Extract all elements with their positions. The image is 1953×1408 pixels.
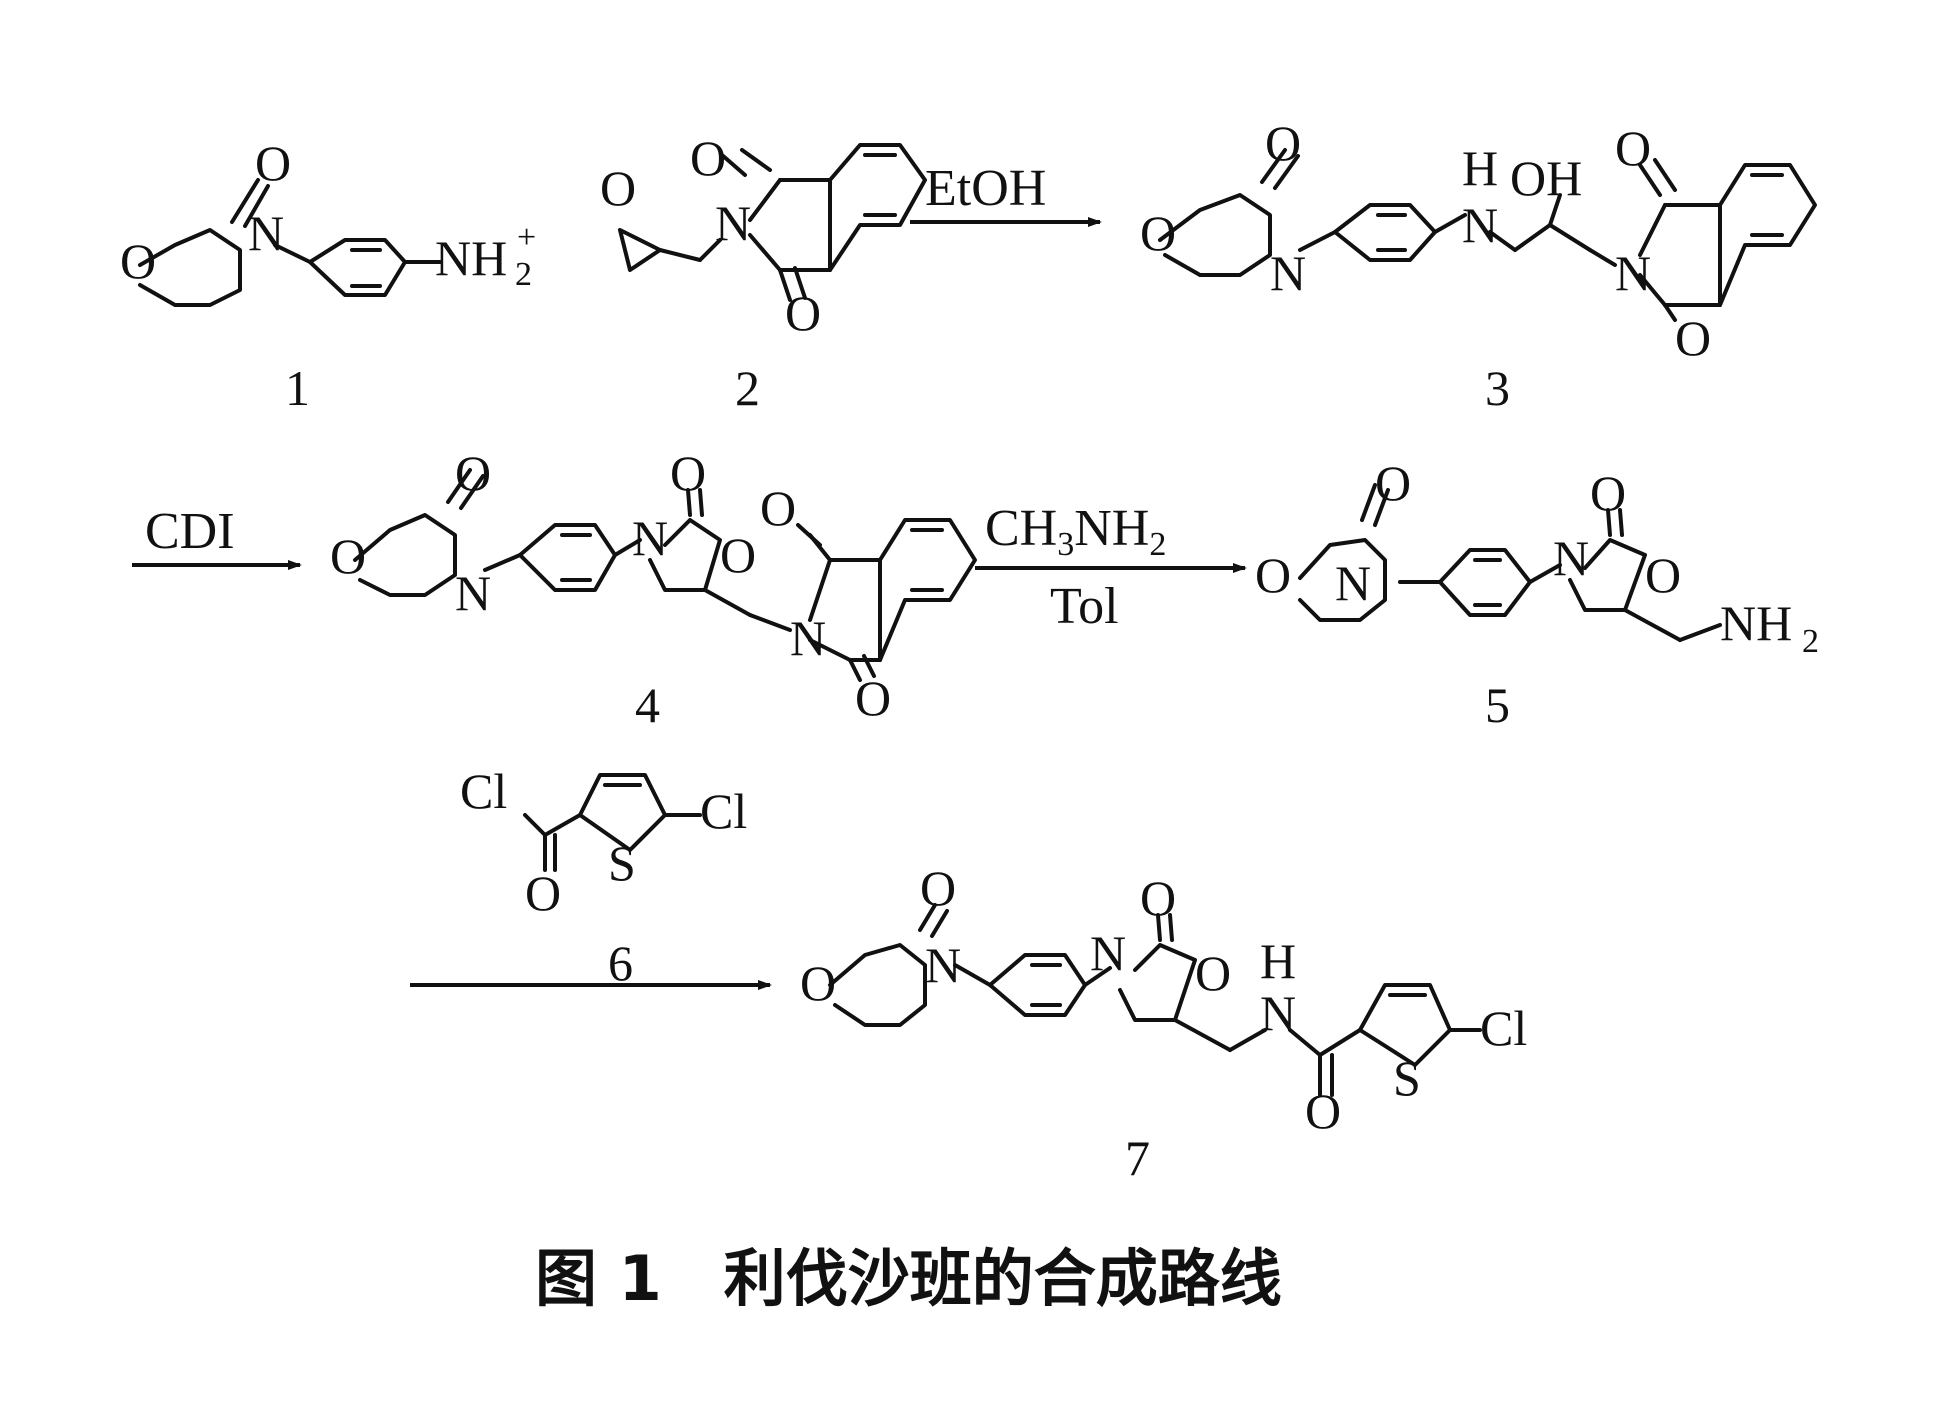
atom-label: O — [1615, 120, 1651, 176]
reagent-label: NH — [1074, 500, 1149, 557]
compound-5-structure: O N O N O O NH 2 — [1255, 455, 1819, 660]
atom-label: S — [1393, 1050, 1421, 1106]
atom-label: N — [1270, 245, 1306, 301]
atom-label: N — [1553, 530, 1589, 586]
atom-label: O — [455, 445, 491, 501]
reagent-label: CH — [985, 500, 1057, 557]
atom-label: O — [1675, 310, 1711, 366]
atom-label: N — [790, 610, 826, 666]
compound-1-structure: O N O NH 2 + — [120, 135, 536, 307]
atom-label: O — [1305, 1083, 1341, 1139]
atom-label: O — [920, 860, 956, 916]
atom-label: N — [715, 195, 751, 251]
reagent-subscript: 3 — [1057, 526, 1074, 563]
atom-label: N — [1335, 555, 1371, 611]
reaction-arrow-4: 6 — [410, 935, 772, 991]
atom-label: O — [855, 670, 891, 726]
reaction-arrow-2: CDI — [132, 503, 302, 570]
atom-label: N — [248, 205, 284, 261]
atom-label: O — [800, 955, 836, 1011]
atom-label: H — [1462, 140, 1498, 196]
compound-number-6: 6 — [608, 935, 633, 991]
atom-subscript: 2 — [515, 256, 532, 293]
atom-label: O — [1645, 547, 1681, 603]
atom-label: O — [760, 480, 796, 536]
atom-label: O — [255, 135, 291, 191]
atom-label: N — [632, 510, 668, 566]
reagent-label: CDI — [145, 503, 235, 560]
atom-label: O — [670, 445, 706, 501]
compound-number-7: 7 — [1125, 1130, 1150, 1186]
compound-3-structure: O O N H N OH O N O — [1140, 115, 1817, 366]
atom-label: O — [1255, 547, 1291, 603]
atom-label: O — [120, 233, 156, 289]
atom-label: N — [1090, 925, 1126, 981]
atom-label: NH — [1720, 595, 1792, 651]
compound-number-1: 1 — [285, 360, 310, 416]
atom-label: O — [690, 130, 726, 186]
atom-label: O — [720, 527, 756, 583]
svg-text:CH3NH2: CH3NH2 — [985, 500, 1166, 563]
atom-subscript: 2 — [1802, 623, 1819, 660]
compound-6-structure: Cl Cl S O — [460, 763, 747, 921]
compound-7-structure: O O N N O O H N S Cl O — [800, 860, 1527, 1139]
atom-label: Cl — [1480, 1000, 1527, 1056]
compound-number-5: 5 — [1485, 677, 1510, 733]
atom-label: O — [1590, 465, 1626, 521]
atom-label: N — [1462, 197, 1498, 253]
atom-label: Cl — [460, 763, 507, 819]
atom-label: O — [600, 160, 636, 216]
atom-label: N — [925, 937, 961, 993]
compound-4-structure: O O N N O O O N O — [330, 445, 977, 726]
compound-2-structure: O N O O — [600, 130, 927, 341]
atom-label: N — [1260, 985, 1296, 1041]
atom-label: O — [1195, 945, 1231, 1001]
reagent-label: Tol — [1050, 578, 1119, 635]
atom-label: NH — [435, 230, 507, 286]
figure-caption: 图 1 利伐沙班的合成路线 — [535, 1242, 1282, 1315]
atom-label: Cl — [700, 783, 747, 839]
atom-label: O — [1140, 205, 1176, 261]
atom-label: N — [1615, 245, 1651, 301]
compound-number-3: 3 — [1485, 360, 1510, 416]
atom-label: O — [330, 528, 366, 584]
atom-label: O — [1265, 115, 1301, 171]
reagent-subscript: 2 — [1149, 526, 1166, 563]
atom-superscript: + — [517, 219, 536, 256]
reaction-arrow-1: EtOH — [910, 160, 1102, 227]
atom-label: O — [1140, 870, 1176, 926]
atom-label: OH — [1510, 150, 1582, 206]
atom-label: O — [1375, 455, 1411, 511]
atom-label: H — [1260, 933, 1296, 989]
atom-label: O — [785, 285, 821, 341]
atom-label: S — [608, 835, 636, 891]
atom-label: O — [525, 865, 561, 921]
reaction-arrow-3: CH3NH2 Tol — [975, 500, 1247, 635]
compound-number-2: 2 — [735, 360, 760, 416]
atom-label: N — [455, 565, 491, 621]
compound-number-4: 4 — [635, 677, 660, 733]
reagent-label: EtOH — [925, 160, 1046, 217]
